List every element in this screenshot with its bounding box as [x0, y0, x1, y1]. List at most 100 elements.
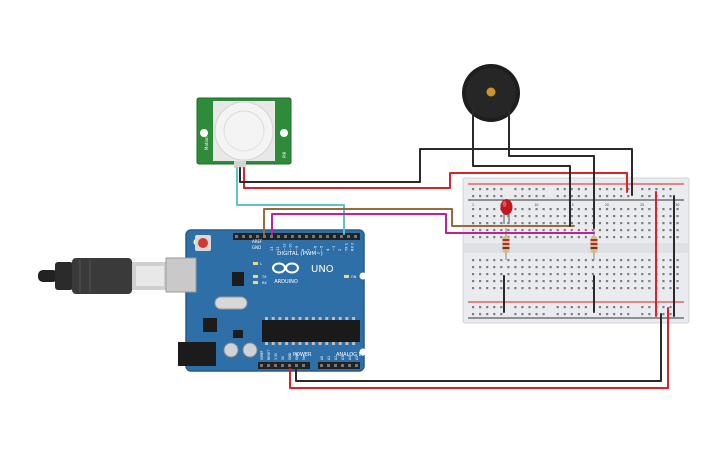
breadboard-hole[interactable]	[514, 222, 517, 225]
breadboard-hole[interactable]	[514, 188, 517, 191]
breadboard-hole[interactable]	[627, 195, 630, 198]
breadboard-hole[interactable]	[521, 215, 524, 218]
breadboard-hole[interactable]	[662, 280, 665, 283]
breadboard-hole[interactable]	[634, 287, 637, 290]
breadboard-hole[interactable]	[563, 306, 566, 309]
breadboard-hole[interactable]	[570, 287, 573, 290]
breadboard-hole[interactable]	[500, 266, 503, 269]
breadboard-hole[interactable]	[634, 222, 637, 225]
header-hole[interactable]	[354, 235, 357, 238]
breadboard-hole[interactable]	[500, 259, 503, 262]
breadboard-hole[interactable]	[472, 215, 475, 218]
breadboard-hole[interactable]	[521, 259, 524, 262]
breadboard-hole[interactable]	[493, 215, 496, 218]
header-hole[interactable]	[312, 235, 315, 238]
breadboard-hole[interactable]	[479, 313, 482, 316]
breadboard-hole[interactable]	[591, 280, 595, 283]
breadboard-hole[interactable]	[556, 306, 559, 309]
breadboard-hole[interactable]	[521, 236, 524, 239]
breadboard-hole[interactable]	[500, 236, 503, 239]
breadboard-hole[interactable]	[514, 273, 517, 276]
breadboard-hole[interactable]	[584, 195, 587, 198]
breadboard-hole[interactable]	[514, 229, 517, 232]
breadboard-hole[interactable]	[514, 280, 517, 283]
breadboard-hole[interactable]	[563, 215, 566, 218]
breadboard-hole[interactable]	[676, 287, 679, 290]
breadboard-hole[interactable]	[613, 266, 616, 269]
header-hole[interactable]	[298, 235, 301, 238]
breadboard-hole[interactable]	[641, 287, 644, 290]
breadboard-hole[interactable]	[542, 306, 545, 309]
breadboard-hole[interactable]	[472, 195, 475, 198]
breadboard-hole[interactable]	[479, 273, 482, 276]
breadboard-hole[interactable]	[486, 215, 489, 218]
breadboard-hole[interactable]	[627, 215, 630, 218]
breadboard-hole[interactable]	[570, 266, 573, 269]
header-hole[interactable]	[327, 364, 330, 367]
breadboard-hole[interactable]	[676, 222, 679, 225]
breadboard-hole[interactable]	[627, 229, 630, 232]
breadboard-hole[interactable]	[535, 280, 538, 283]
breadboard-hole[interactable]	[577, 266, 580, 269]
wire-arduino-5v[interactable]	[289, 307, 669, 389]
breadboard-hole[interactable]	[479, 229, 482, 232]
breadboard-hole[interactable]	[521, 188, 524, 191]
breadboard-hole[interactable]	[605, 222, 609, 225]
breadboard-hole[interactable]	[613, 215, 616, 218]
breadboard-hole[interactable]	[570, 259, 573, 262]
breadboard-hole[interactable]	[669, 188, 672, 191]
breadboard-hole[interactable]	[528, 266, 531, 269]
breadboard-hole[interactable]	[605, 188, 609, 191]
piezo-buzzer[interactable]	[462, 64, 520, 122]
breadboard-hole[interactable]	[598, 259, 602, 262]
breadboard-hole[interactable]	[648, 208, 651, 211]
breadboard-hole[interactable]	[486, 195, 489, 198]
breadboard-hole[interactable]	[641, 306, 644, 309]
breadboard-hole[interactable]	[514, 259, 517, 262]
breadboard-hole[interactable]	[472, 273, 475, 276]
breadboard-hole[interactable]	[514, 306, 517, 309]
breadboard-hole[interactable]	[584, 215, 587, 218]
breadboard-hole[interactable]	[598, 266, 602, 269]
breadboard-hole[interactable]	[549, 259, 552, 262]
breadboard-hole[interactable]	[500, 188, 503, 191]
breadboard-hole[interactable]	[605, 266, 609, 269]
breadboard-hole[interactable]	[641, 229, 644, 232]
breadboard-hole[interactable]	[514, 266, 517, 269]
breadboard-hole[interactable]	[521, 273, 524, 276]
breadboard-hole[interactable]	[528, 229, 531, 232]
breadboard-hole[interactable]	[605, 280, 609, 283]
header-hole[interactable]	[341, 364, 344, 367]
breadboard-hole[interactable]	[605, 229, 609, 232]
breadboard-hole[interactable]	[577, 280, 580, 283]
breadboard-hole[interactable]	[486, 236, 489, 239]
breadboard-hole[interactable]	[613, 306, 616, 309]
breadboard-hole[interactable]	[563, 195, 566, 198]
breadboard-hole[interactable]	[556, 195, 559, 198]
breadboard-hole[interactable]	[627, 208, 630, 211]
breadboard-hole[interactable]	[648, 313, 651, 316]
breadboard-hole[interactable]	[605, 273, 609, 276]
breadboard-hole[interactable]	[507, 273, 510, 276]
breadboard-hole[interactable]	[542, 273, 545, 276]
header-hole[interactable]	[295, 364, 298, 367]
header-hole[interactable]	[334, 364, 337, 367]
breadboard-hole[interactable]	[577, 195, 580, 198]
breadboard-hole[interactable]	[584, 266, 587, 269]
breadboard-hole[interactable]	[577, 188, 580, 191]
breadboard-hole[interactable]	[472, 188, 475, 191]
breadboard-hole[interactable]	[577, 273, 580, 276]
breadboard-hole[interactable]	[493, 280, 496, 283]
breadboard-hole[interactable]	[627, 306, 630, 309]
breadboard-hole[interactable]	[556, 266, 559, 269]
breadboard-hole[interactable]	[556, 273, 559, 276]
breadboard-hole[interactable]	[676, 273, 679, 276]
header-hole[interactable]	[319, 235, 322, 238]
breadboard-hole[interactable]	[613, 259, 616, 262]
breadboard-hole[interactable]	[528, 313, 531, 316]
breadboard-hole[interactable]	[535, 287, 538, 290]
breadboard-hole[interactable]	[493, 236, 496, 239]
breadboard-hole[interactable]	[486, 280, 489, 283]
breadboard-hole[interactable]	[563, 229, 566, 232]
